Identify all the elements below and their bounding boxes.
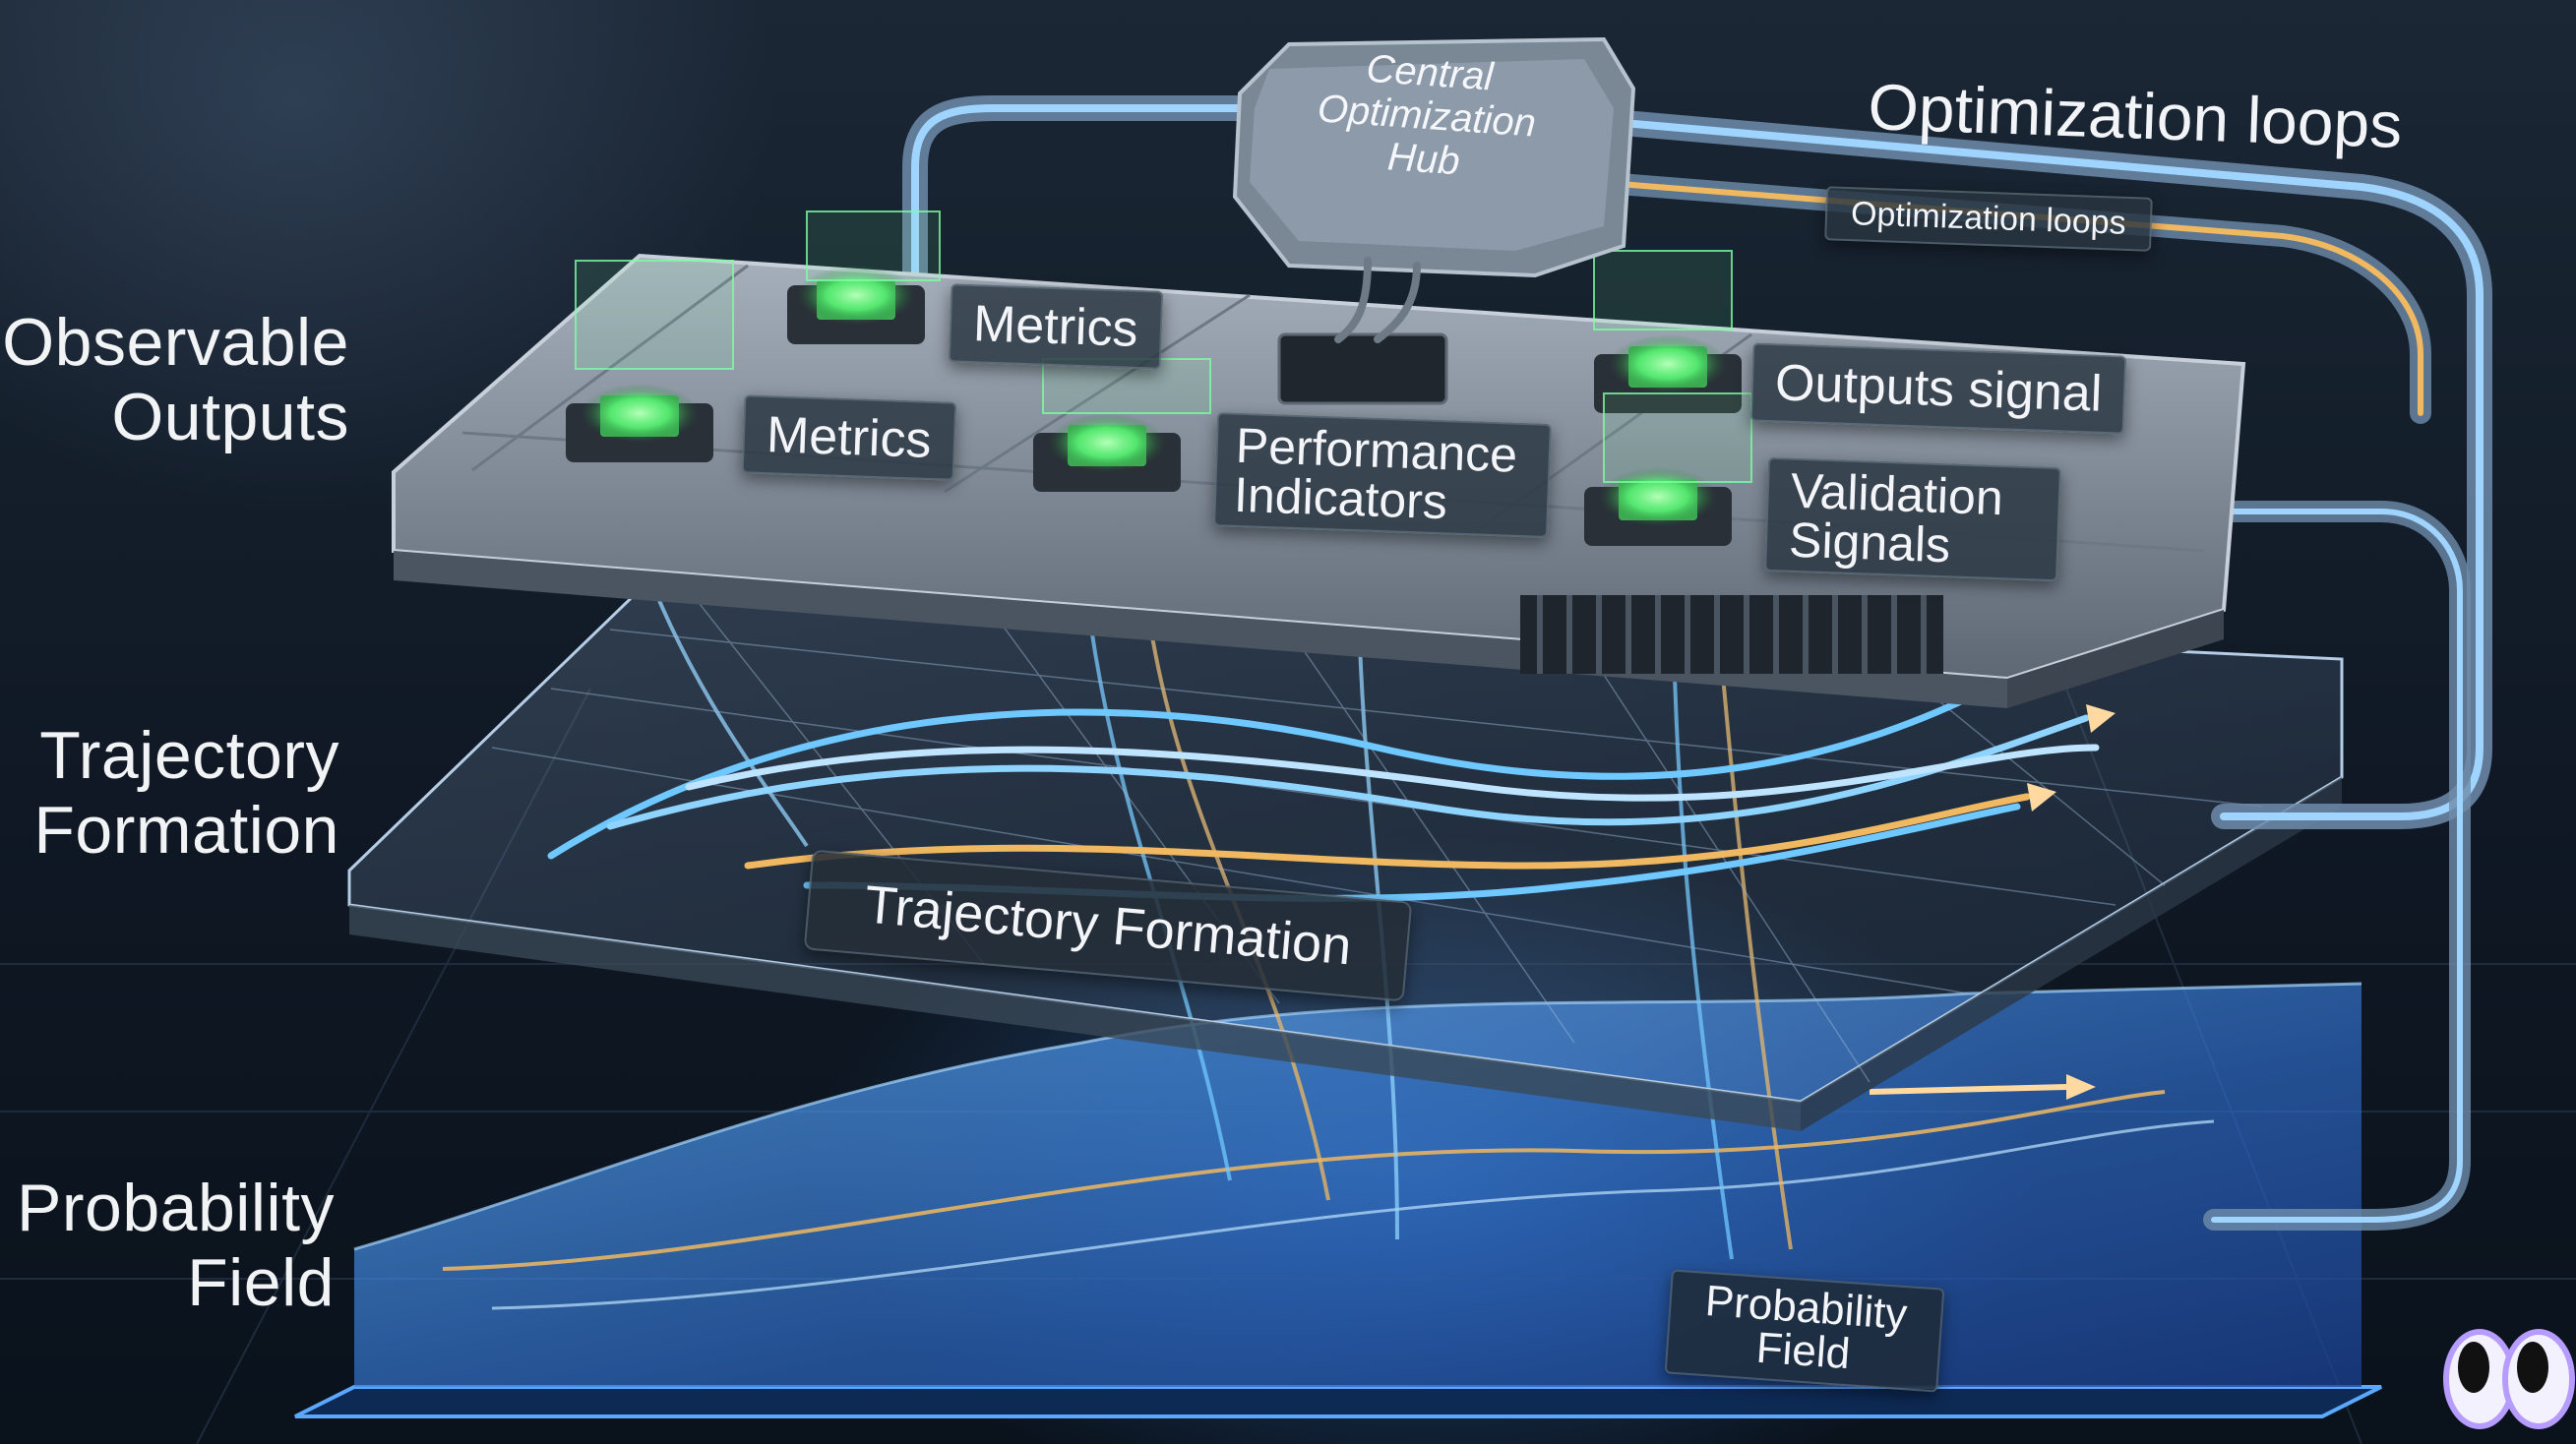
hub-label: Central Optimization Hub <box>1275 41 1578 192</box>
probability-field-tag-line-2: Field <box>1754 1323 1852 1379</box>
observable-outputs-line-1: Observable <box>2 305 349 380</box>
observable-outputs-label: Observable Outputs <box>0 305 349 454</box>
validation-signals-tag: Validation Signals <box>1764 456 2061 582</box>
heat-sink <box>1520 595 1943 674</box>
performance-indicators-tag: Performance Indicators <box>1213 412 1552 538</box>
validation-signals-line-2: Signals <box>1788 511 1952 573</box>
holo-screens <box>575 211 1752 483</box>
trajectory-formation-line-1: Trajectory <box>39 718 339 793</box>
optimization-loop-pipes <box>902 95 2492 1231</box>
observable-outputs-line-2: Outputs <box>111 380 349 454</box>
cpu-chip-icon <box>566 384 713 462</box>
trajectory-arrows <box>547 685 2100 902</box>
optimization-loops-tag: Optimization loops <box>1824 186 2153 252</box>
eyes-logo-icon <box>2443 1329 2575 1429</box>
hub-icon <box>1232 36 1636 343</box>
outputs-signal-tag: Outputs signal <box>1749 342 2127 435</box>
probability-field-line-1: Probability <box>17 1171 335 1245</box>
trajectory-glass-layer <box>347 578 2344 1131</box>
trajectory-formation-line-2: Formation <box>33 793 339 868</box>
probability-field-tag: Probability Field <box>1664 1269 1945 1393</box>
cpu-chip-icon <box>1033 413 1181 492</box>
metrics-tag-left: Metrics <box>741 394 956 481</box>
hub-socket <box>1277 332 1448 405</box>
performance-indicators-line-2: Indicators <box>1233 466 1448 530</box>
metrics-tag-top: Metrics <box>948 283 1163 370</box>
probability-field-line-2: Field <box>187 1245 335 1320</box>
cpu-chip-icon <box>1594 334 1742 413</box>
probability-field-label: Probability Field <box>0 1171 335 1320</box>
trajectory-formation-label: Trajectory Formation <box>0 718 339 868</box>
